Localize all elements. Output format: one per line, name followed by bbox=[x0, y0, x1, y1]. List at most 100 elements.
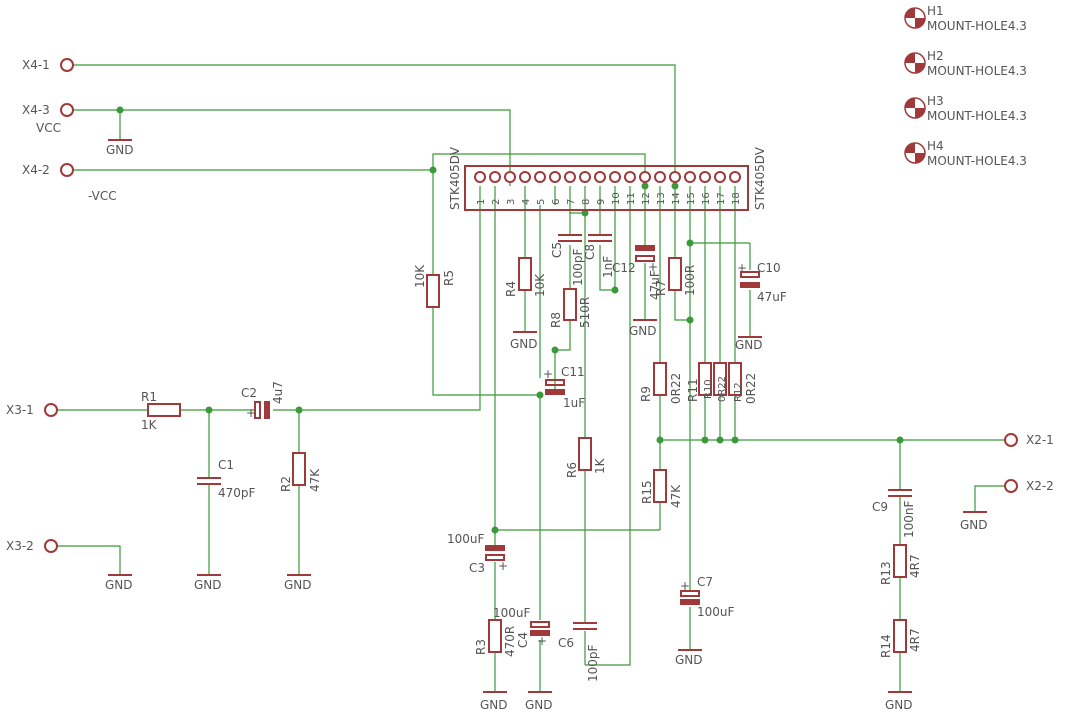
svg-text:16: 16 bbox=[701, 192, 712, 205]
ic-pin-14[interactable]: 14 bbox=[669, 171, 682, 205]
capacitor-c9[interactable]: C9 100nF bbox=[872, 489, 916, 538]
resistor-r11[interactable]: R11 0R22 bbox=[686, 362, 728, 402]
svg-text:MOUNT-HOLE4.3: MOUNT-HOLE4.3 bbox=[927, 64, 1027, 78]
ic-pin-2[interactable]: 2 bbox=[489, 171, 502, 205]
vee-label: -VCC bbox=[88, 189, 117, 203]
svg-text:R5: R5 bbox=[442, 270, 456, 286]
svg-text:R13: R13 bbox=[879, 561, 893, 585]
svg-text:1uF: 1uF bbox=[563, 396, 585, 410]
ic-pin-3[interactable]: 3 bbox=[504, 171, 517, 205]
svg-text:C2: C2 bbox=[241, 386, 257, 400]
svg-text:C5: C5 bbox=[550, 242, 564, 258]
ic-pin-11[interactable]: 11 bbox=[624, 171, 637, 205]
svg-text:17: 17 bbox=[716, 192, 727, 205]
connector-x3-1[interactable]: X3-1 bbox=[6, 403, 58, 417]
capacitor-c4[interactable]: + 100uF C4 bbox=[493, 606, 550, 648]
svg-text:C7: C7 bbox=[697, 575, 713, 589]
svg-text:C4: C4 bbox=[516, 632, 530, 648]
resistor-r7[interactable]: R7 100R bbox=[654, 257, 697, 296]
resistor-r14[interactable]: R14 4R7 bbox=[879, 619, 922, 658]
junctions bbox=[116, 106, 904, 534]
connector-x4-2[interactable]: X4-2 bbox=[22, 163, 74, 177]
svg-text:2: 2 bbox=[491, 199, 502, 205]
ic-pin-12[interactable]: 12 bbox=[639, 171, 652, 205]
resistor-r12[interactable]: R12 0R22 bbox=[728, 362, 758, 404]
ic-pin-17[interactable]: 17 bbox=[714, 171, 727, 205]
capacitor-c3[interactable]: + 100uF C3 bbox=[447, 532, 508, 575]
svg-text:R3: R3 bbox=[474, 639, 488, 655]
resistor-r5[interactable]: 10K R5 bbox=[413, 264, 456, 308]
connector-x2-2[interactable]: X2-2 bbox=[1004, 479, 1054, 493]
svg-text:15: 15 bbox=[686, 192, 697, 205]
svg-text:10: 10 bbox=[611, 192, 622, 205]
svg-text:4R7: 4R7 bbox=[908, 628, 922, 652]
ic-pin-6[interactable]: 6 bbox=[549, 171, 562, 205]
resistor-r6[interactable]: R6 1K bbox=[565, 437, 607, 478]
svg-text:C3: C3 bbox=[469, 561, 485, 575]
capacitor-c11[interactable]: + C11 1uF bbox=[543, 365, 585, 410]
ic-pin-8[interactable]: 8 bbox=[579, 171, 592, 205]
resistor-r2[interactable]: R2 47K bbox=[279, 452, 322, 492]
svg-text:100uF: 100uF bbox=[447, 532, 485, 546]
resistor-r8[interactable]: R8 510R bbox=[549, 288, 592, 328]
svg-text:X2-1: X2-1 bbox=[1026, 433, 1054, 447]
svg-text:MOUNT-HOLE4.3: MOUNT-HOLE4.3 bbox=[927, 19, 1027, 33]
svg-text:GND: GND bbox=[106, 143, 134, 157]
capacitor-c1[interactable]: C1 470pF bbox=[197, 458, 256, 500]
svg-text:GND: GND bbox=[284, 578, 312, 592]
ic-pin-16[interactable]: 16 bbox=[699, 171, 712, 205]
ic-pin-4[interactable]: 4 bbox=[519, 171, 532, 205]
svg-text:+: + bbox=[537, 634, 547, 648]
svg-text:1K: 1K bbox=[593, 457, 607, 474]
svg-text:13: 13 bbox=[656, 192, 667, 205]
resistor-r10[interactable]: R10 bbox=[698, 362, 714, 399]
capacitor-c8[interactable]: C8 1nF bbox=[583, 234, 615, 278]
connector-x3-2[interactable]: X3-2 bbox=[6, 539, 58, 553]
ic-pin-7[interactable]: 7 bbox=[564, 171, 577, 205]
ic-name-left: STK405DV bbox=[448, 146, 462, 210]
capacitor-c6[interactable]: C6 100pF bbox=[558, 622, 600, 682]
svg-text:R7: R7 bbox=[654, 280, 668, 296]
svg-text:1nF: 1nF bbox=[601, 256, 615, 278]
ic-pin-15[interactable]: 15 bbox=[684, 171, 697, 205]
resistor-r9[interactable]: R9 0R22 bbox=[639, 362, 683, 404]
ic-pin-9[interactable]: 9 bbox=[594, 171, 607, 205]
svg-text:+: + bbox=[246, 406, 256, 420]
svg-text:10K: 10K bbox=[533, 273, 547, 297]
resistor-r4[interactable]: R4 10K bbox=[504, 257, 547, 297]
svg-text:H4: H4 bbox=[927, 139, 944, 153]
resistor-r15[interactable]: R15 47K bbox=[640, 469, 683, 508]
capacitor-c10[interactable]: + C10 47uF bbox=[737, 261, 787, 304]
ic-pin-13[interactable]: 13 bbox=[654, 171, 667, 205]
svg-text:R6: R6 bbox=[565, 462, 579, 478]
svg-text:18: 18 bbox=[731, 192, 742, 205]
ic-pin-18[interactable]: 18 bbox=[729, 171, 742, 205]
capacitor-c2[interactable]: + C2 4u7 bbox=[241, 381, 285, 420]
svg-text:MOUNT-HOLE4.3: MOUNT-HOLE4.3 bbox=[927, 109, 1027, 123]
ic-pin-5[interactable]: 5 bbox=[534, 171, 547, 205]
svg-text:47uF: 47uF bbox=[648, 270, 662, 300]
connector-x2-1[interactable]: X2-1 bbox=[1004, 433, 1054, 447]
svg-text:GND: GND bbox=[960, 518, 988, 532]
svg-text:1K: 1K bbox=[141, 418, 158, 432]
svg-text:X4-2: X4-2 bbox=[22, 163, 50, 177]
connector-x4-1[interactable]: X4-1 bbox=[22, 58, 74, 72]
ic-pin-10[interactable]: 10 bbox=[609, 171, 622, 205]
svg-text:R1: R1 bbox=[141, 390, 157, 404]
svg-text:GND: GND bbox=[525, 698, 553, 712]
ic-pin-1[interactable]: 1 bbox=[474, 171, 487, 205]
svg-text:X4-3: X4-3 bbox=[22, 103, 50, 117]
resistor-r13[interactable]: R13 4R7 bbox=[879, 544, 922, 585]
svg-text:GND: GND bbox=[675, 653, 703, 667]
resistor-r3[interactable]: R3 470R bbox=[474, 619, 517, 657]
connector-x4-3[interactable]: X4-3 bbox=[22, 103, 74, 117]
svg-text:510R: 510R bbox=[578, 297, 592, 328]
svg-text:47uF: 47uF bbox=[757, 290, 787, 304]
resistor-r1[interactable]: R1 1K bbox=[141, 390, 181, 432]
svg-text:12: 12 bbox=[641, 192, 652, 205]
capacitor-c7[interactable]: + C7 100uF bbox=[680, 575, 735, 619]
capacitor-c5[interactable]: C5 100pF bbox=[550, 234, 585, 286]
capacitor-c12[interactable]: + C12 47uF bbox=[612, 245, 662, 300]
